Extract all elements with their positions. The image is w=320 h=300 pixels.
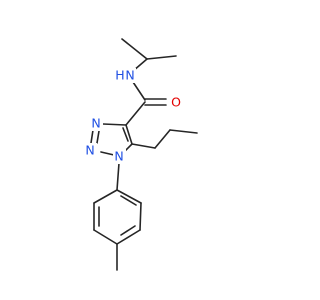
bond-c5-c4-outer [125,124,133,145]
amide-nh-h-label: H [115,68,124,83]
bond-nh-carbonyl-c [132,81,146,101]
molecule-structure: H N O N N N [84,38,198,271]
bond-layer [90,38,198,271]
bond-propyl-2 [154,129,171,149]
bond-n3-n2-double-2 [96,130,100,144]
bond-c5-propyl-1 [131,143,156,149]
amide-nh-n-label: N [125,68,134,83]
triazole-n1-background [113,149,126,164]
bond-propyl-3 [169,129,198,134]
bond-aryl-top-right-right [139,202,142,231]
bond-c5-c4-inner [122,127,129,142]
bond-n1-aryl-ipso [116,162,120,191]
bond-aryl-inner-double-2 [120,225,136,236]
carbonyl-oxygen-background [170,95,183,110]
triazole-n3-background [90,116,103,131]
bond-isopropyl-ch-right-methyl [146,55,177,60]
bond-n2-n1 [100,151,115,156]
bond-aryl-top-left-ipso [93,189,118,204]
triazole-n2-symbol: N [85,143,94,158]
triazole-n3-symbol: N [91,116,100,131]
carbonyl-oxygen-label: O [170,95,183,110]
triazole-n1-symbol: N [114,149,123,164]
bond-aryl-ipso-top-right [116,189,142,204]
bond-c4-n3 [102,123,127,126]
bond-n3-n2-double-1 [90,129,94,144]
carbonyl-oxygen-symbol: O [171,95,181,110]
amide-nh-label: H N [114,68,136,83]
bond-aryl-para-left [93,229,118,245]
bond-aryl-inner-double-1 [120,195,137,206]
bond-carbonyl-c-triazole-c4 [125,101,146,126]
bond-aryl-right-para [116,229,141,245]
triazole-n2-label: N [84,143,97,158]
triazole-n1-label: N [113,149,126,164]
amide-nh-background [114,68,136,83]
atom-label-layer: H N O N N N [84,68,183,164]
triazole-n2-background [84,143,97,158]
bond-isopropyl-ch-left-methyl [121,38,148,60]
triazole-n3-label: N [90,116,103,131]
